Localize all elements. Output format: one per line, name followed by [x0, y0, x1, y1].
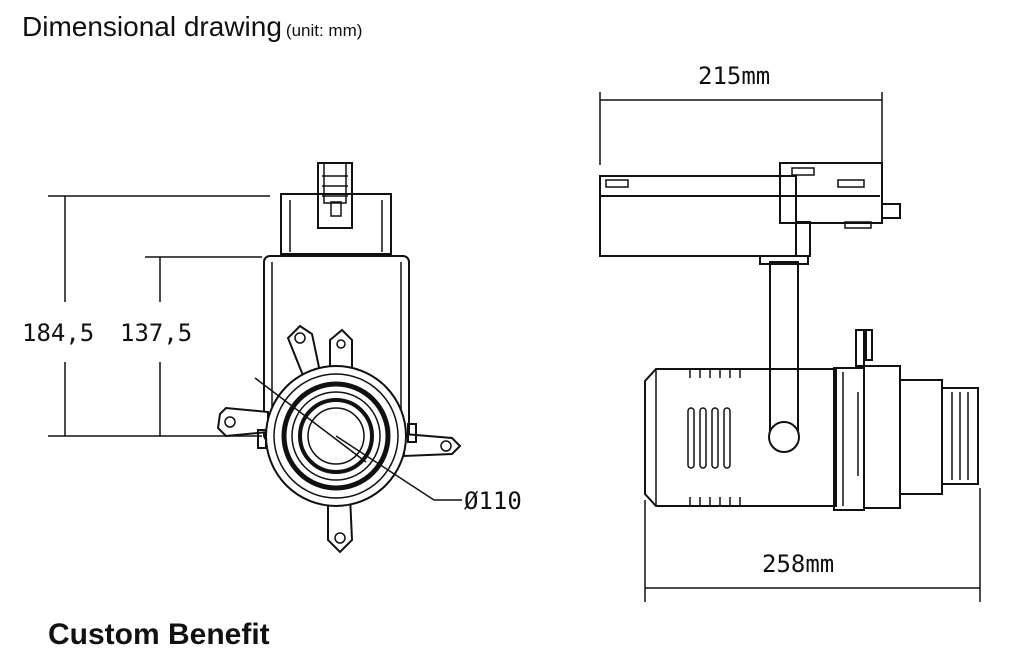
shutter-handle-left [216, 406, 269, 438]
front-view: 184,5 137,5 [22, 162, 522, 554]
dimension-label-length: 258mm [762, 550, 834, 578]
projector-body-side [644, 329, 979, 511]
side-view: 215mm [599, 62, 981, 602]
lens-front [254, 365, 462, 507]
track-adapter-front [280, 162, 392, 255]
dimension-width-top: 215mm [599, 62, 883, 165]
title-text: Dimensional drawing [22, 11, 282, 42]
mounting-arm [759, 255, 809, 453]
dimension-label-body-height: 137,5 [120, 319, 192, 347]
dimension-total-height: 184,5 [22, 195, 270, 437]
dimension-label-total-height: 184,5 [22, 319, 94, 347]
shutter-handle-up [286, 324, 353, 380]
dimensional-drawing: 184,5 137,5 [22, 62, 981, 602]
dimension-label-width-top: 215mm [698, 62, 770, 90]
shutter-handle-right [403, 432, 462, 458]
dimension-label-lens-diameter: Ø110 [464, 487, 522, 515]
footer-heading: Custom Benefit [48, 618, 270, 651]
page-title: Dimensional drawing(unit: mm) [22, 10, 362, 48]
dimension-body-height: 137,5 [120, 256, 262, 436]
unit-note: (unit: mm) [285, 21, 363, 40]
track-adapter-side [599, 162, 901, 257]
dimension-length: 258mm [644, 488, 981, 602]
